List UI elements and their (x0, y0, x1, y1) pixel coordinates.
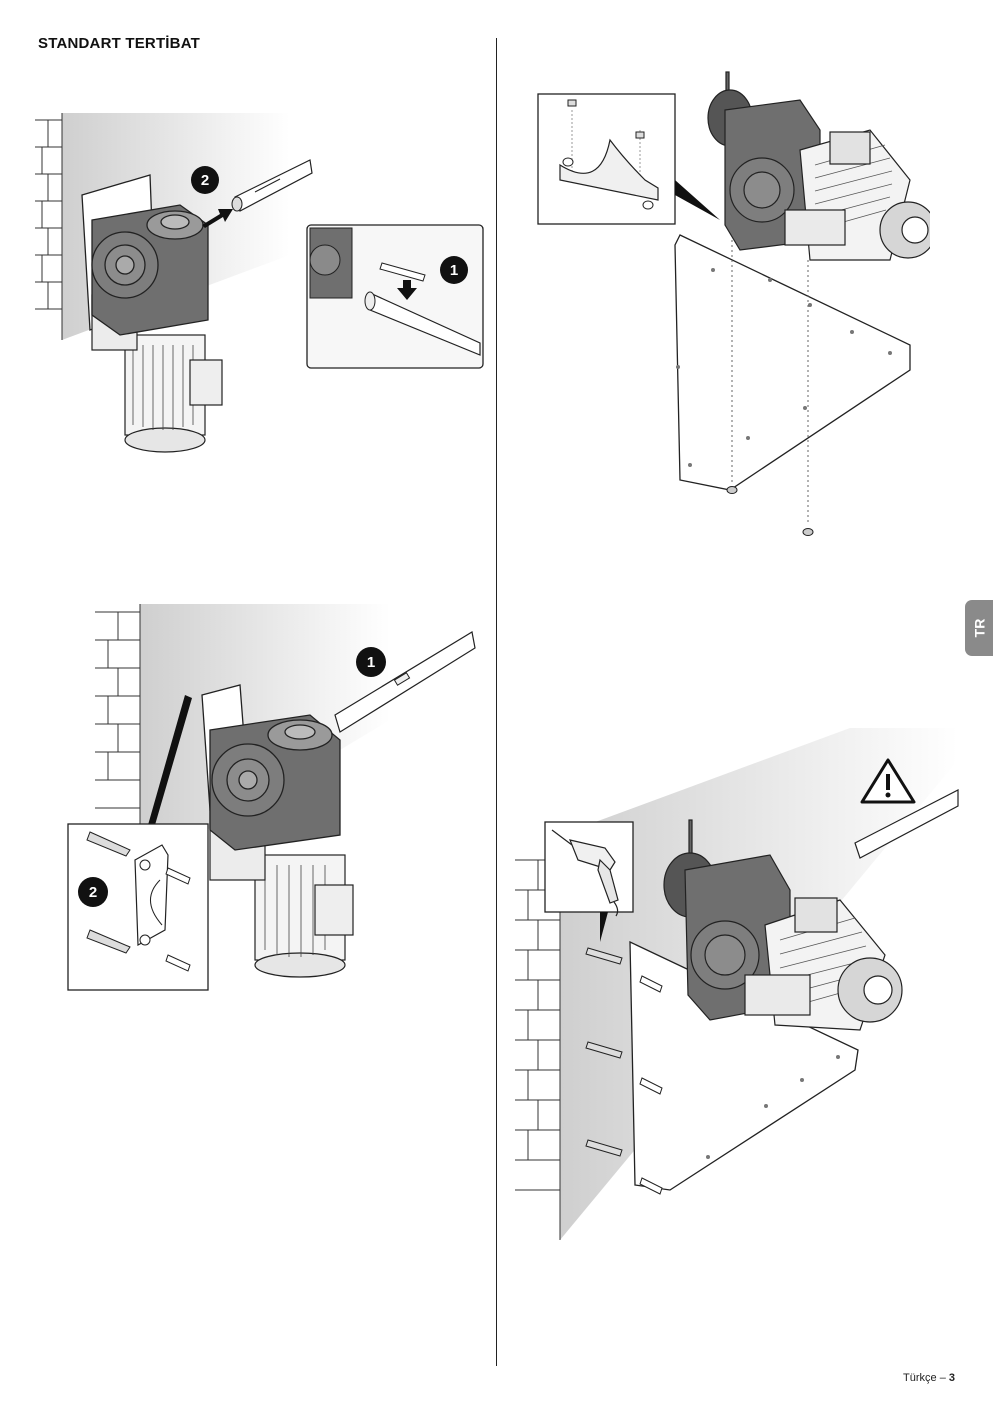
wall-anchors (585, 947, 663, 1195)
svg-text:2: 2 (201, 172, 209, 189)
gearmotor (707, 71, 930, 261)
step-badge-1: 1 (440, 256, 468, 284)
spirit-level (334, 631, 476, 733)
step-badge-2: 2 (191, 166, 219, 194)
page-number: 3 (948, 1372, 955, 1384)
inset-key-detail (306, 224, 484, 369)
column-divider (496, 38, 497, 1366)
brick-wall (35, 113, 63, 340)
figure-bracket-mounting (537, 71, 930, 536)
drill-icon (551, 829, 619, 917)
gearbox (209, 714, 341, 851)
callout-pointer (600, 912, 608, 942)
nut (726, 486, 738, 494)
figure-shaft-installation: 2 1 (35, 113, 484, 453)
page-title: STANDART TERTİBAT (38, 35, 200, 52)
svg-text:2: 2 (89, 884, 97, 901)
key-arrow (397, 280, 417, 300)
mounting-plate (629, 940, 859, 1191)
step-badge-2: 2 (78, 877, 108, 907)
nut (802, 528, 814, 536)
footer-language: Türkçe – (903, 1372, 949, 1384)
callout-pointer (675, 180, 720, 220)
svg-text:1: 1 (367, 654, 375, 671)
direction-arrow (202, 209, 233, 228)
svg-text:1: 1 (450, 262, 458, 279)
spirit-level (854, 789, 959, 859)
gearbox (91, 204, 209, 336)
page-footer: Türkçe – 3 (903, 1372, 955, 1384)
mounting-plate (674, 234, 911, 491)
inset-bracket-screws (537, 93, 676, 225)
inset-drill (544, 821, 634, 942)
inset-wall-anchors (67, 823, 209, 991)
step-badge-1: 1 (356, 647, 386, 677)
figure-final-installation (515, 728, 959, 1240)
callout-pointer (148, 695, 192, 825)
gearmotor (663, 819, 903, 1031)
language-tab: TR (965, 600, 993, 656)
language-tab-label: TR (970, 618, 987, 638)
warning-icon (860, 758, 916, 804)
figure-wall-fixing: 1 2 (67, 604, 476, 991)
drive-shaft (231, 159, 313, 212)
